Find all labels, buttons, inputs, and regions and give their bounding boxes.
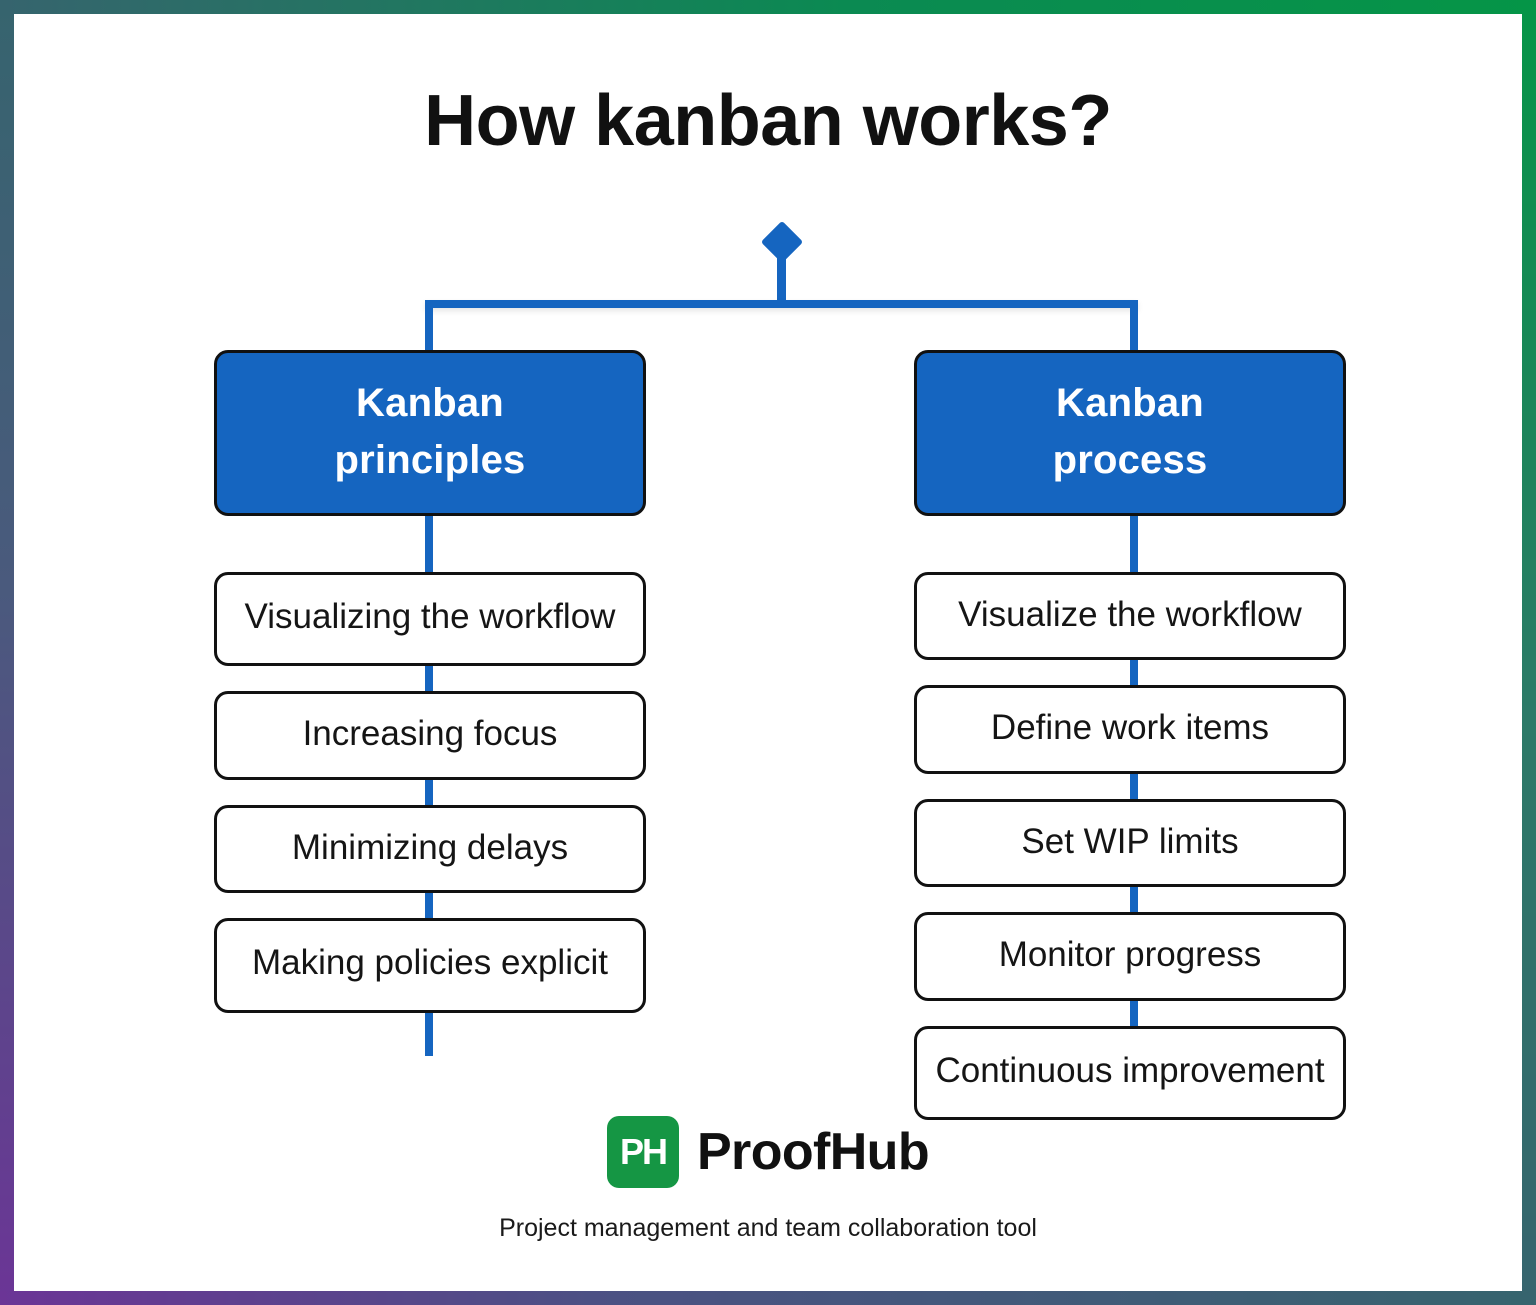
column-kanban-principles: Kanban principles Visualizing the workfl…	[214, 350, 646, 1038]
header-line-2: process	[1052, 437, 1208, 482]
branch-drop-left-connector	[425, 300, 433, 350]
header-gap-left	[214, 516, 646, 572]
column-kanban-process: Kanban process Visualize the workflow De…	[914, 350, 1346, 1145]
list-item[interactable]: Visualize the workflow	[914, 571, 1346, 661]
brand-logo: PH ProofHub	[14, 1116, 1522, 1188]
column-header-kanban-process[interactable]: Kanban process	[914, 350, 1346, 516]
header-line-2: principles	[334, 437, 526, 482]
column-header-kanban-principles[interactable]: Kanban principles	[214, 350, 646, 516]
brand-tagline: Project management and team collaboratio…	[499, 1214, 1037, 1242]
branch-horizontal-connector	[425, 300, 1138, 308]
footer: PH ProofHub Project management and team …	[14, 1116, 1522, 1243]
poster-canvas: How kanban works? Kanban principles Visu…	[14, 14, 1522, 1291]
root-stem-connector	[777, 252, 786, 304]
brand-name: ProofHub	[696, 1123, 930, 1181]
list-item[interactable]: Define work items	[914, 685, 1346, 774]
header-gap-right	[914, 516, 1346, 572]
page-title: How kanban works?	[424, 81, 1112, 161]
list-item[interactable]: Minimizing delays	[214, 804, 646, 894]
proofhub-logo-icon: PH	[606, 1116, 679, 1188]
list-item[interactable]: Set WIP limits	[914, 798, 1346, 888]
list-item[interactable]: Continuous improvement	[914, 1025, 1346, 1121]
header-line-1: Kanban	[356, 381, 504, 425]
list-item[interactable]: Increasing focus	[214, 691, 646, 780]
list-item[interactable]: Making policies explicit	[214, 918, 646, 1013]
list-item[interactable]: Monitor progress	[914, 912, 1346, 1001]
list-item[interactable]: Visualizing the workflow	[214, 571, 646, 667]
header-line-1: Kanban	[1056, 381, 1204, 425]
branch-drop-right-connector	[1130, 300, 1138, 350]
